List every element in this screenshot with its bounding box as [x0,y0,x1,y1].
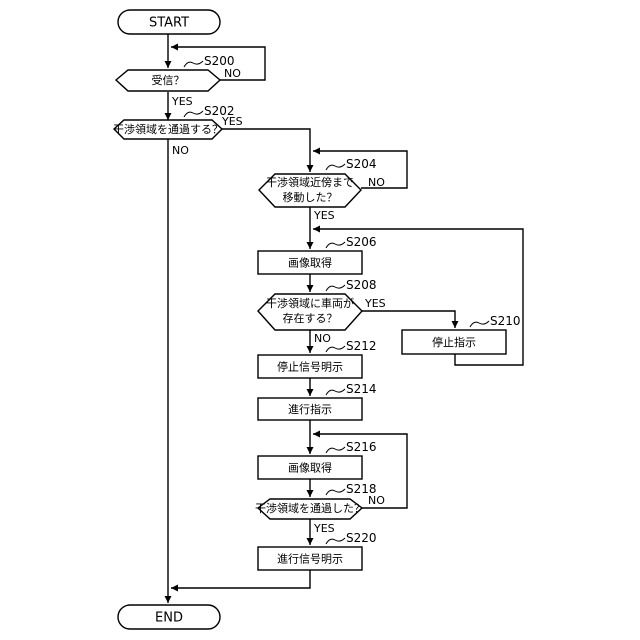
branch-s204-no: NO [368,176,385,189]
end-terminal: END [118,605,220,629]
process-s214: 進行指示 [258,398,362,420]
edge-s202-yes-s204 [222,129,310,172]
decision-s208: 干渉領域に車両が 存在する？ [258,294,362,330]
step-label-s216: S216 [346,440,377,454]
tilde-s204 [326,164,345,170]
process-s220: 進行信号明示 [258,547,362,570]
tilde-s216 [326,447,345,453]
step-label-s212: S212 [346,339,377,353]
decision-s218-text: 干渉領域を通過した？ [255,501,365,515]
process-s220-text: 進行信号明示 [277,553,343,566]
step-label-s208: S208 [346,278,377,292]
edge-s220-end [171,570,310,588]
decision-s200: 受信？ [116,70,220,91]
process-s212-text: 停止信号明示 [277,360,343,374]
decision-s202-text: 干渉領域を通過する？ [113,122,223,136]
branch-s202-yes: YES [221,115,243,128]
step-label-s200: S200 [204,54,235,68]
decision-s204: 干渉領域近傍まで 移動した？ [259,174,361,207]
decision-s208-text-1: 干渉領域に車両が [266,296,354,310]
step-label-s210: S210 [490,314,521,328]
branch-s200-no: NO [224,67,241,80]
tilde-s218 [326,489,345,495]
process-s214-text: 進行指示 [288,402,332,416]
decision-s218: 干渉領域を通過した？ [255,499,365,519]
branch-s200-yes: YES [171,95,193,108]
tilde-s214 [326,389,345,395]
decision-s200-text: 受信？ [152,74,185,87]
decision-s202: 干渉領域を通過する？ [113,120,223,139]
end-label: END [155,611,183,626]
step-label-s206: S206 [346,235,377,249]
process-s216: 画像取得 [258,456,362,479]
tilde-s200 [184,61,203,67]
decision-s208-text-2: 存在する？ [283,311,338,325]
step-label-s204: S204 [346,157,377,171]
start-label: START [149,16,189,31]
branch-s204-yes: YES [313,209,335,222]
process-s212: 停止信号明示 [258,355,362,378]
process-s210: 停止指示 [402,330,506,354]
branch-s202-no: NO [172,144,189,157]
branch-s208-yes: YES [364,297,386,310]
decision-s204-text-2: 移動した？ [283,190,338,204]
process-s216-text: 画像取得 [288,462,332,475]
tilde-s212 [326,346,345,352]
decision-s204-text-1: 干渉領域近傍まで [266,175,354,189]
branch-s218-no: NO [368,494,385,507]
process-s210-text: 停止指示 [432,335,476,349]
step-label-s220: S220 [346,531,377,545]
tilde-s210 [470,321,489,327]
branch-s218-yes: YES [313,522,335,535]
tilde-s220 [326,538,345,544]
step-label-s214: S214 [346,382,377,396]
tilde-s208 [326,285,345,291]
process-s206-text: 画像取得 [288,257,332,270]
start-terminal: START [118,10,220,34]
tilde-s202 [184,111,203,117]
edge-s208-yes-s210 [362,311,455,328]
tilde-s206 [326,242,345,248]
process-s206: 画像取得 [258,251,362,274]
branch-s208-no: NO [314,332,331,345]
